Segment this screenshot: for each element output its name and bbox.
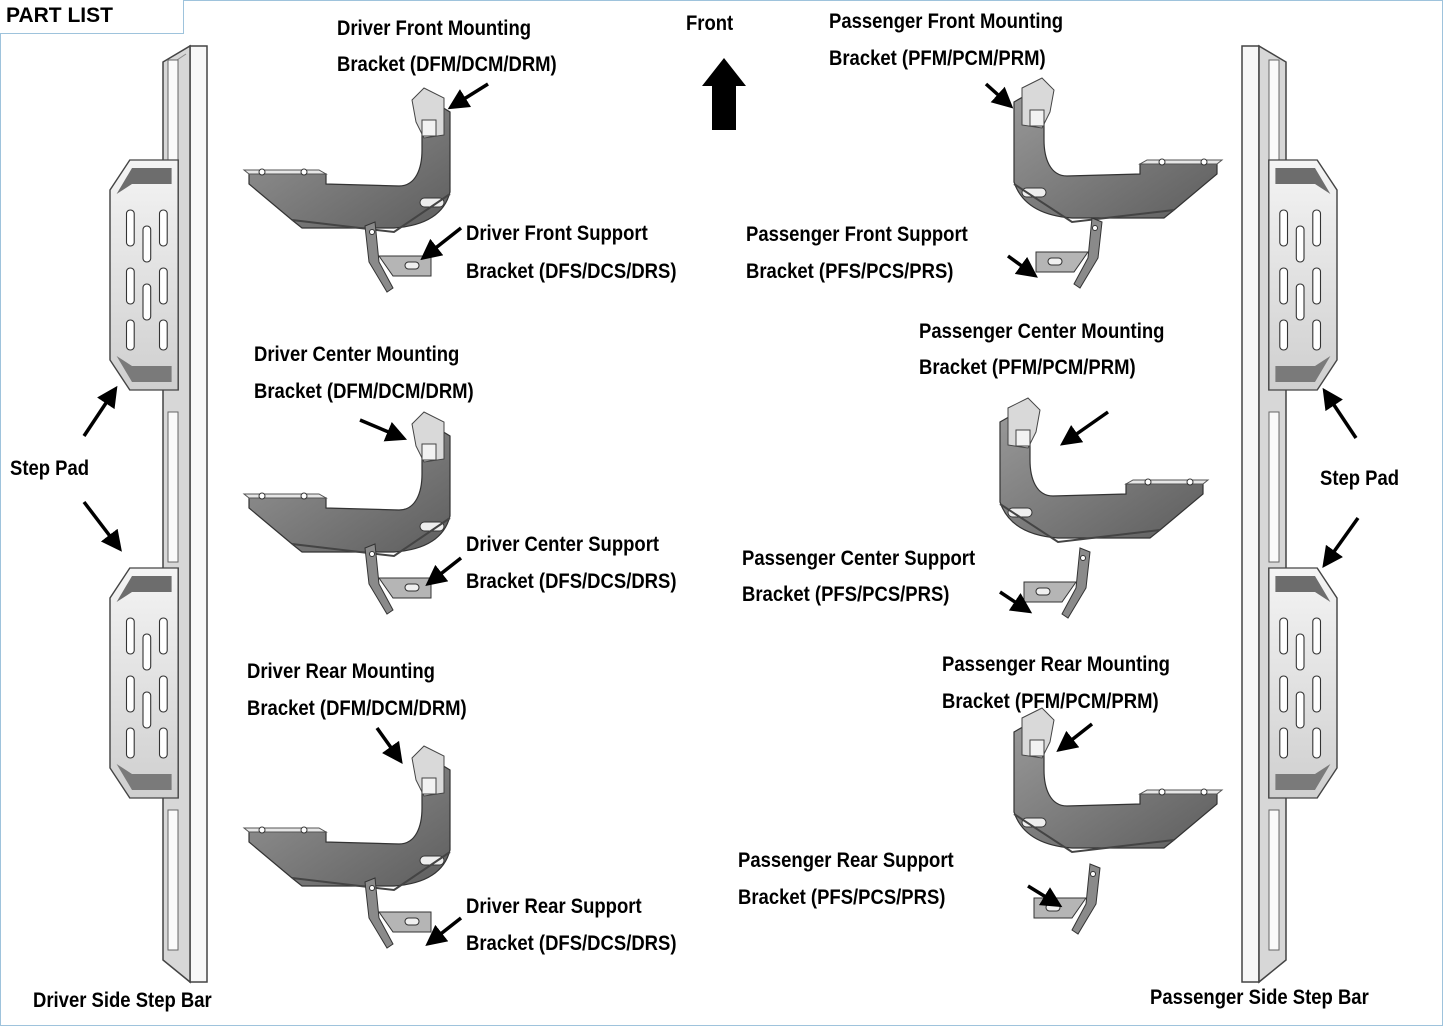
label-dfs-line2: Bracket (DFS/DCS/DRS): [466, 260, 677, 283]
label-prm-line1: Passenger Rear Mounting: [942, 653, 1170, 676]
pointer-arrows: [82, 82, 1360, 947]
label-dcm-line1: Driver Center Mounting: [254, 343, 460, 366]
driver-center-support-bracket: [364, 543, 432, 615]
label-pfs-line2: Bracket (PFS/PCS/PRS): [746, 260, 954, 283]
label-prs-line1: Passenger Rear Support: [738, 849, 954, 872]
label-dfm-line2: Bracket (DFM/DCM/DRM): [337, 53, 557, 76]
label-pcm-line2: Bracket (PFM/PCM/PRM): [919, 356, 1136, 379]
label-pfm-line1: Passenger Front Mounting: [829, 10, 1064, 33]
label-dfs-line1: Driver Front Support: [466, 222, 648, 245]
passenger-step-pad-upper: [1268, 159, 1338, 391]
label-drs-line2: Bracket (DFS/DCS/DRS): [466, 932, 677, 955]
label-pcs-line2: Bracket (PFS/PCS/PRS): [742, 583, 950, 606]
passenger-front-mounting-bracket: [1013, 77, 1223, 223]
label-pcm-line1: Passenger Center Mounting: [919, 320, 1165, 343]
passenger-side-step-bar-label: Passenger Side Step Bar: [1150, 986, 1369, 1009]
passenger-front-support-bracket: [1035, 217, 1103, 289]
front-label: Front: [686, 12, 734, 35]
label-pcs-line1: Passenger Center Support: [742, 547, 976, 570]
front-arrow-icon: [702, 58, 746, 130]
passenger-center-mounting-bracket: [999, 397, 1209, 543]
label-dcs-line2: Bracket (DFS/DCS/DRS): [466, 570, 677, 593]
label-pfs-line1: Passenger Front Support: [746, 223, 968, 246]
driver-side-step-bar-label: Driver Side Step Bar: [33, 989, 212, 1012]
passenger-step-pad-lower: [1268, 567, 1338, 799]
label-dcs-line1: Driver Center Support: [466, 533, 660, 556]
label-prm-line2: Bracket (PFM/PCM/PRM): [942, 690, 1159, 713]
passenger-rear-support-bracket: [1033, 863, 1101, 935]
label-drs-line1: Driver Rear Support: [466, 895, 642, 918]
driver-front-support-bracket: [364, 221, 432, 293]
passenger-center-support-bracket: [1023, 547, 1091, 619]
label-dcm-line2: Bracket (DFM/DCM/DRM): [254, 380, 474, 403]
step-pad-label-passenger: Step Pad: [1320, 467, 1400, 490]
driver-rear-mounting-bracket: [243, 745, 451, 891]
driver-center-mounting-bracket: [243, 411, 451, 557]
driver-step-pad-lower: [109, 567, 179, 799]
page-title: PART LIST: [0, 0, 184, 34]
driver-rear-support-bracket: [364, 877, 432, 949]
driver-front-mounting-bracket: [243, 87, 451, 233]
driver-step-pad-upper: [109, 159, 179, 391]
label-drm-line1: Driver Rear Mounting: [247, 660, 435, 683]
label-dfm-line1: Driver Front Mounting: [337, 17, 532, 40]
passenger-rear-mounting-bracket: [1013, 707, 1223, 853]
label-pfm-line2: Bracket (PFM/PCM/PRM): [829, 47, 1046, 70]
passenger-side-step-bar: [1241, 44, 1338, 984]
label-drm-line2: Bracket (DFM/DCM/DRM): [247, 697, 467, 720]
driver-side-step-bar: [109, 44, 208, 984]
label-prs-line2: Bracket (PFS/PCS/PRS): [738, 886, 946, 909]
step-pad-label-driver: Step Pad: [10, 457, 90, 480]
